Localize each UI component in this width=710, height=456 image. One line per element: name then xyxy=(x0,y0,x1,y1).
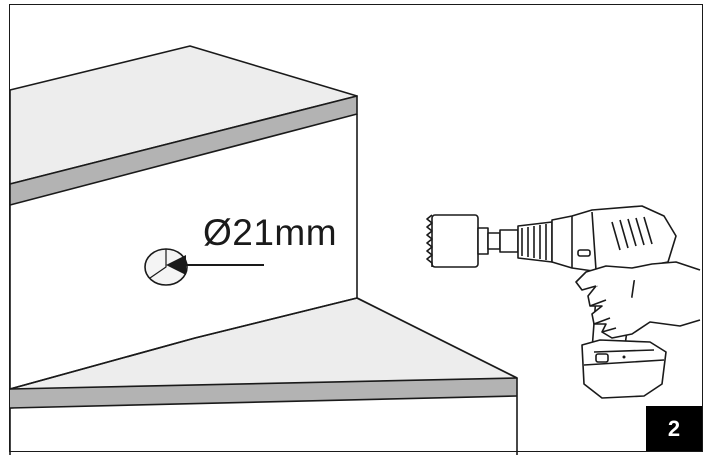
hand-icon xyxy=(575,261,701,339)
hole-saw-icon xyxy=(426,214,501,268)
lower-tread-nosing xyxy=(10,378,517,408)
hole-diameter-label: Ø21mm xyxy=(203,212,338,253)
upper-step xyxy=(9,45,358,455)
arrow-icon xyxy=(166,255,264,275)
step-number-badge: 2 xyxy=(646,406,702,451)
hole-marker xyxy=(144,248,264,286)
lower-step xyxy=(9,297,518,455)
cordless-drill-icon xyxy=(499,205,677,399)
